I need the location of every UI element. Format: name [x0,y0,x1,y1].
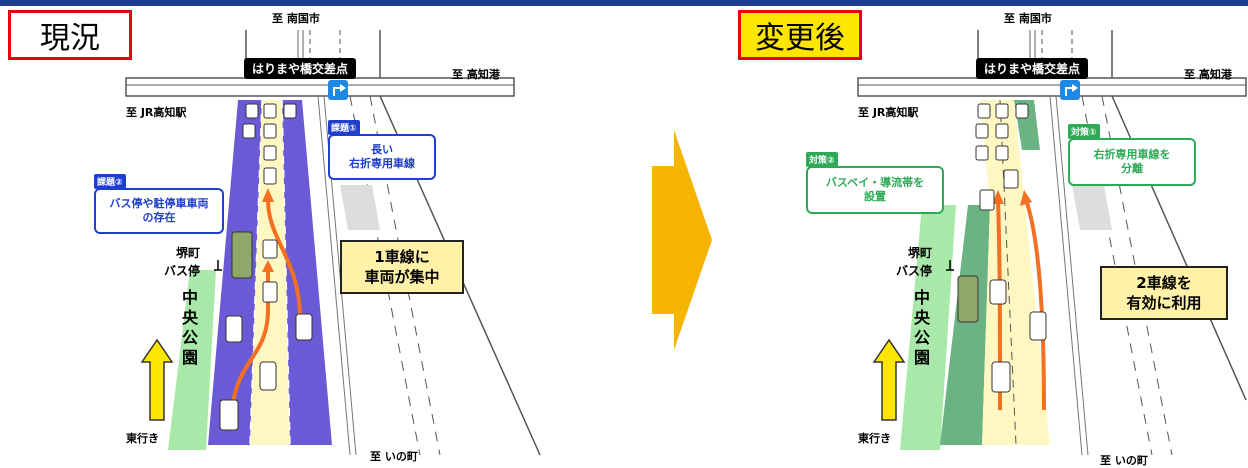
car [975,145,989,161]
eastbound-label: 東行き [858,432,891,445]
issue1-line2: 右折専用車線 [349,157,415,170]
car [225,315,243,343]
car [263,103,277,119]
car [995,145,1009,161]
measure2-line1: バスベイ・導流帯を [825,176,925,189]
traffic-arrow [266,199,302,319]
issue2-callout: バス停や駐停車車両 の存在 [94,188,224,234]
measure1-line1: 右折専用車線を [1093,148,1171,161]
car [295,313,313,341]
car [263,123,277,139]
car [242,123,256,139]
issue2-tag: 課題② [94,174,126,189]
current-title: 現況 [8,10,132,60]
car [262,239,278,259]
park-area [900,205,956,450]
callout-line1: 1車線に [374,248,430,266]
intersection-label: はりまや橋交差点 [244,58,357,79]
eastbound-arrow-icon [872,338,906,421]
intersection-label: はりまや橋交差点 [976,58,1089,79]
eastbound-arrow-icon [140,338,174,421]
car [283,103,297,119]
callout-line2: 有効に利用 [1126,294,1202,312]
lane-right-purple [282,100,332,445]
car [1029,311,1047,341]
to-west-label: 至 JR高知駅 [858,106,919,119]
measure1-tag: 対策① [1068,124,1100,139]
traffic-arrow [1024,199,1046,411]
car [1015,103,1029,119]
park-name: 中 央 公 園 [181,288,198,367]
busstop-name: 堺町 [908,246,933,260]
car [977,103,991,119]
to-north-label: 至 南国市 [1004,12,1052,25]
bus-bay-zone [940,205,990,445]
car [1003,169,1019,189]
car [995,103,1009,119]
issue2-line2: の存在 [142,211,176,224]
to-north-label: 至 南国市 [272,12,320,25]
measure2-tag: 対策② [806,152,838,167]
measure2-line2: 設置 [864,190,886,203]
park-name: 中 央 公 園 [913,288,930,367]
car [245,103,259,119]
busstop-label: バス停 [164,264,201,278]
car [219,399,239,431]
car [979,189,995,211]
bus [957,275,979,323]
car [259,361,277,391]
bus [231,231,253,279]
issue2-line1: バス停や駐停車車両 [109,197,209,210]
after-title: 変更後 [738,10,862,60]
callout-line2: 車両が集中 [364,268,440,286]
car [975,123,989,139]
through-lanes [980,100,1050,445]
to-south-label: 至 いの町 [370,450,418,463]
to-east-label: 至 高知港 [452,68,500,81]
issue1-tag: 課題① [328,120,360,135]
measure1-line2: 分離 [1121,162,1143,175]
busstop-label: バス停 [896,264,933,278]
eastbound-label: 東行き [126,432,159,445]
car [989,279,1007,305]
to-south-label: 至 いの町 [1100,454,1148,467]
header-bar [0,0,1248,6]
issue1-callout: 長い 右折専用車線 [328,134,436,180]
issue1-line1: 長い [371,143,393,156]
busstop-name: 堺町 [176,246,201,260]
problem-callout: 1車線に 車両が集中 [340,240,464,294]
right-turn-sign-icon [1060,80,1080,100]
to-east-label: 至 高知港 [1184,68,1232,81]
park-area [168,270,216,450]
car [262,281,278,303]
car [263,167,277,185]
transition-arrow-icon [652,130,712,350]
car [995,123,1009,139]
measure1-callout: 右折専用車線を 分離 [1068,138,1196,186]
car [263,145,277,161]
benefit-callout: 2車線を 有効に利用 [1100,266,1228,320]
car [991,361,1011,393]
measure2-callout: バスベイ・導流帯を 設置 [806,166,944,214]
to-west-label: 至 JR高知駅 [126,106,187,119]
callout-line1: 2車線を [1136,274,1192,292]
